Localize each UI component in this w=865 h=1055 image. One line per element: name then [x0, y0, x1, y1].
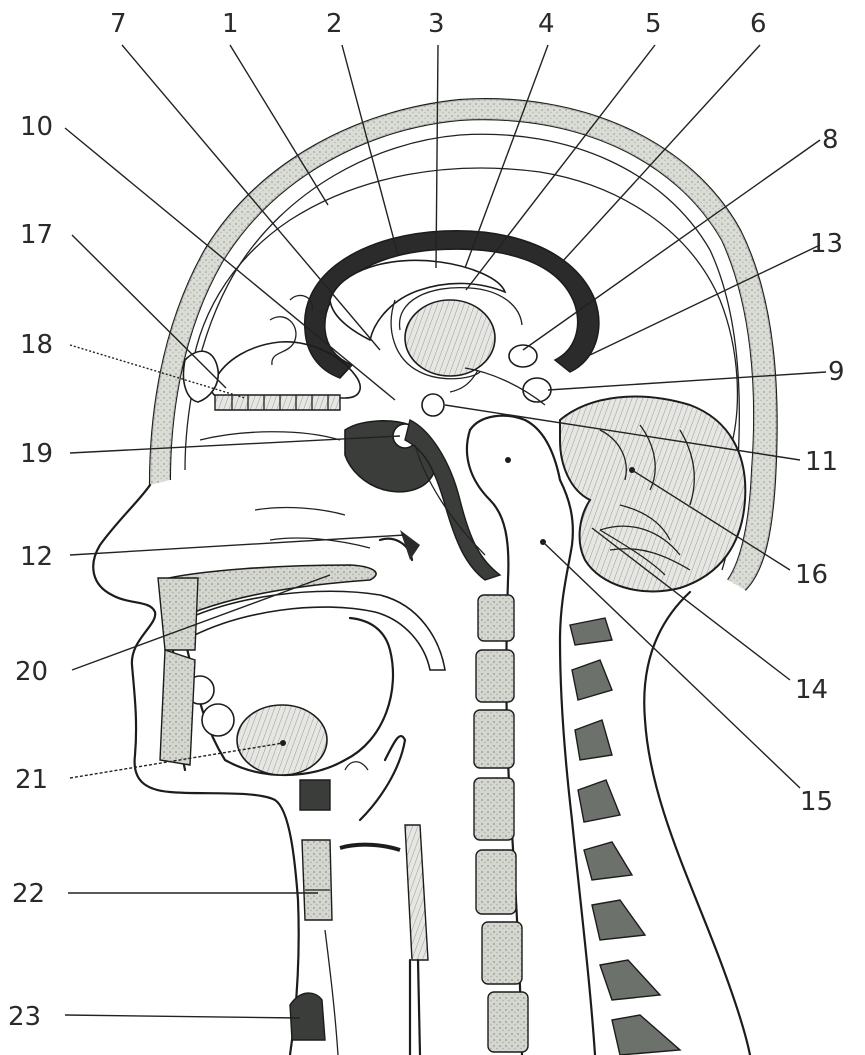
leader-9: [548, 372, 826, 390]
cerebellum: [560, 397, 745, 592]
leader-7: [122, 45, 380, 350]
teeth: [158, 578, 198, 765]
label-9: 9: [828, 357, 845, 387]
leader-4: [465, 45, 548, 268]
label-5: 5: [645, 9, 662, 39]
label-1: 1: [222, 9, 239, 39]
palate-tongue: [160, 565, 445, 775]
label-8: 8: [822, 125, 839, 155]
label-14: 14: [795, 675, 828, 705]
leader-13: [590, 245, 820, 355]
label-22: 22: [12, 879, 45, 909]
label-15: 15: [800, 787, 833, 817]
label-12: 12: [20, 542, 53, 572]
label-11: 11: [805, 447, 838, 477]
spinous-processes: [570, 618, 680, 1055]
label-16: 16: [795, 560, 828, 590]
label-21: 21: [15, 765, 48, 795]
label-7: 7: [110, 9, 127, 39]
sphenoid-region: [345, 420, 500, 580]
larynx: [290, 736, 428, 1055]
label-13: 13: [810, 229, 843, 259]
leader-5: [466, 45, 655, 290]
label-6: 6: [750, 9, 767, 39]
label-10: 10: [20, 112, 53, 142]
label-17: 17: [20, 220, 53, 250]
label-18: 18: [20, 330, 53, 360]
label-19: 19: [20, 439, 53, 469]
leader-23: [65, 1015, 300, 1018]
label-3: 3: [428, 9, 445, 39]
neck-back: [644, 592, 750, 1055]
vertebral-bodies: [474, 595, 528, 1052]
label-2: 2: [326, 9, 343, 39]
label-4: 4: [538, 9, 555, 39]
label-20: 20: [15, 657, 48, 687]
label-23: 23: [8, 1002, 41, 1032]
